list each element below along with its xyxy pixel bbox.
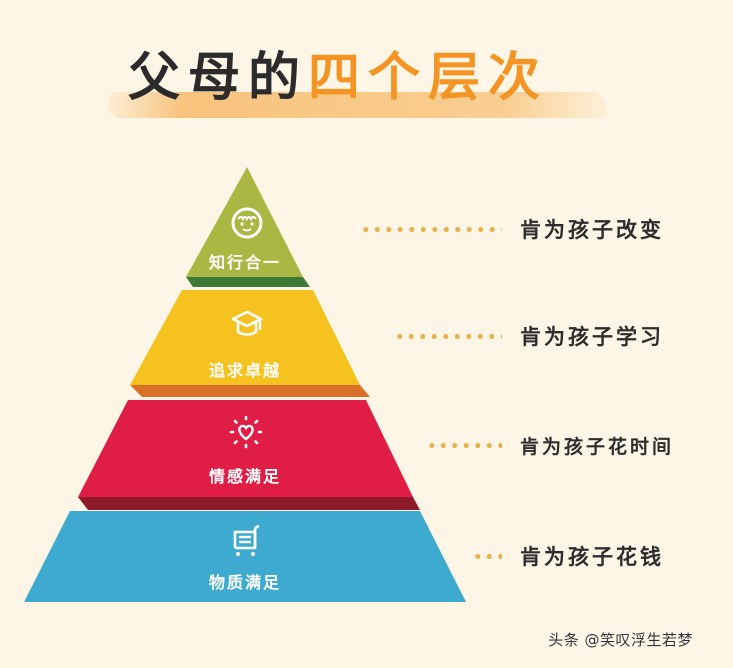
tier-2-shadow	[130, 385, 370, 397]
description-row-4: 肯为孩子花钱	[472, 541, 664, 571]
title-part-accent: 四个层次	[308, 48, 549, 108]
dotted-leader	[472, 553, 502, 559]
description-row-1: 肯为孩子改变	[360, 214, 664, 244]
tier-1-shape	[186, 167, 303, 277]
tier-2-label: 追求卓越	[208, 361, 281, 380]
description-4: 肯为孩子花钱	[520, 545, 664, 569]
title-part-dark: 父母的	[128, 48, 309, 108]
title-banner: 父母的四个层次	[106, 44, 610, 124]
smiley-face-icon	[231, 207, 263, 239]
description-2: 肯为孩子学习	[520, 325, 664, 349]
tier-1-shadow	[186, 277, 310, 287]
description-1: 肯为孩子改变	[520, 218, 664, 242]
dotted-leader	[360, 226, 502, 232]
watermark: 头条 @笑叹浮生若梦	[548, 631, 693, 649]
shopping-cart-icon	[233, 524, 260, 556]
graduation-cap-icon	[231, 310, 263, 336]
dotted-leader	[394, 333, 502, 339]
tier-1-label: 知行合一	[208, 253, 281, 272]
tier-4-label: 物质满足	[208, 573, 281, 592]
tier-3-shadow	[78, 497, 420, 510]
description-row-2: 肯为孩子学习	[394, 321, 664, 351]
tier-3-label: 情感满足	[208, 467, 281, 486]
description-row-3: 肯为孩子花时间	[426, 432, 674, 459]
heart-sun-icon	[229, 415, 263, 449]
tier-3-shape	[78, 400, 413, 497]
tier-2-shape	[130, 290, 360, 385]
tier-4-shape	[24, 511, 466, 602]
page-title: 父母的四个层次	[128, 44, 548, 112]
description-3: 肯为孩子花时间	[520, 436, 675, 458]
dotted-leader	[426, 443, 502, 448]
